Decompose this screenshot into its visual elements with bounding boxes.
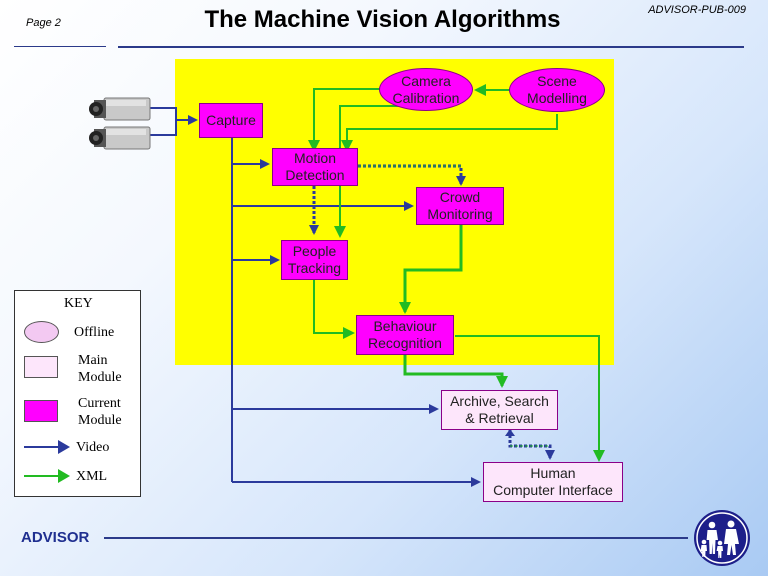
video-camera2-to-capture xyxy=(150,121,177,136)
node-capture: Capture xyxy=(199,103,263,138)
node-people-tracking: People Tracking xyxy=(281,240,348,280)
xml-crowd-to-behaviour xyxy=(399,225,463,314)
footer-brand: ADVISOR xyxy=(21,529,90,546)
key-xml-label: XML xyxy=(76,469,108,484)
key-xml-arrow-icon xyxy=(24,469,70,483)
key-offline-swatch xyxy=(24,321,59,343)
key-legend: KEY Offline Main Module Current Module V… xyxy=(14,290,141,497)
key-current-module-swatch xyxy=(24,400,58,422)
document-reference: ADVISOR-PUB-009 xyxy=(648,4,746,16)
xml-behaviour-to-archive xyxy=(403,355,508,388)
xml-calibration-to-motion xyxy=(308,88,387,152)
key-video-arrow-icon xyxy=(24,440,70,454)
key-current-module-label: Current Module xyxy=(78,396,122,428)
key-offline-label: Offline xyxy=(74,325,115,340)
key-title: KEY xyxy=(64,296,93,311)
camera-icon xyxy=(89,126,151,150)
header-rule-left xyxy=(14,46,106,47)
combined-arrowhead-archive xyxy=(505,429,515,436)
node-human-computer-interface: Human Computer Interface xyxy=(483,462,623,502)
xml-tracking-to-behaviour xyxy=(313,280,355,339)
node-scene-modelling: Scene Modelling xyxy=(509,68,605,112)
node-camera-calibration: Camera Calibration xyxy=(379,68,473,111)
combined-motion-to-crowd xyxy=(358,164,466,186)
family-logo-icon xyxy=(694,510,750,566)
video-camera1-to-capture xyxy=(150,107,198,125)
node-behaviour-recognition: Behaviour Recognition xyxy=(356,315,454,355)
node-archive-search-retrieval: Archive, Search & Retrieval xyxy=(441,390,558,430)
header-rule xyxy=(118,46,744,48)
node-crowd-monitoring: Crowd Monitoring xyxy=(416,187,504,225)
camera-icon xyxy=(89,97,151,121)
key-video-label: Video xyxy=(76,440,110,455)
xml-behaviour-to-hci xyxy=(455,335,605,462)
key-main-module-swatch xyxy=(24,356,58,378)
page-number: Page 2 xyxy=(26,17,61,29)
footer-rule xyxy=(104,537,688,539)
page-title: The Machine Vision Algorithms xyxy=(204,6,561,33)
combined-archive-to-hci xyxy=(508,430,555,460)
key-main-module-label: Main Module xyxy=(78,353,122,385)
node-motion-detection: Motion Detection xyxy=(272,148,358,186)
xml-scene-to-motion xyxy=(341,114,558,152)
